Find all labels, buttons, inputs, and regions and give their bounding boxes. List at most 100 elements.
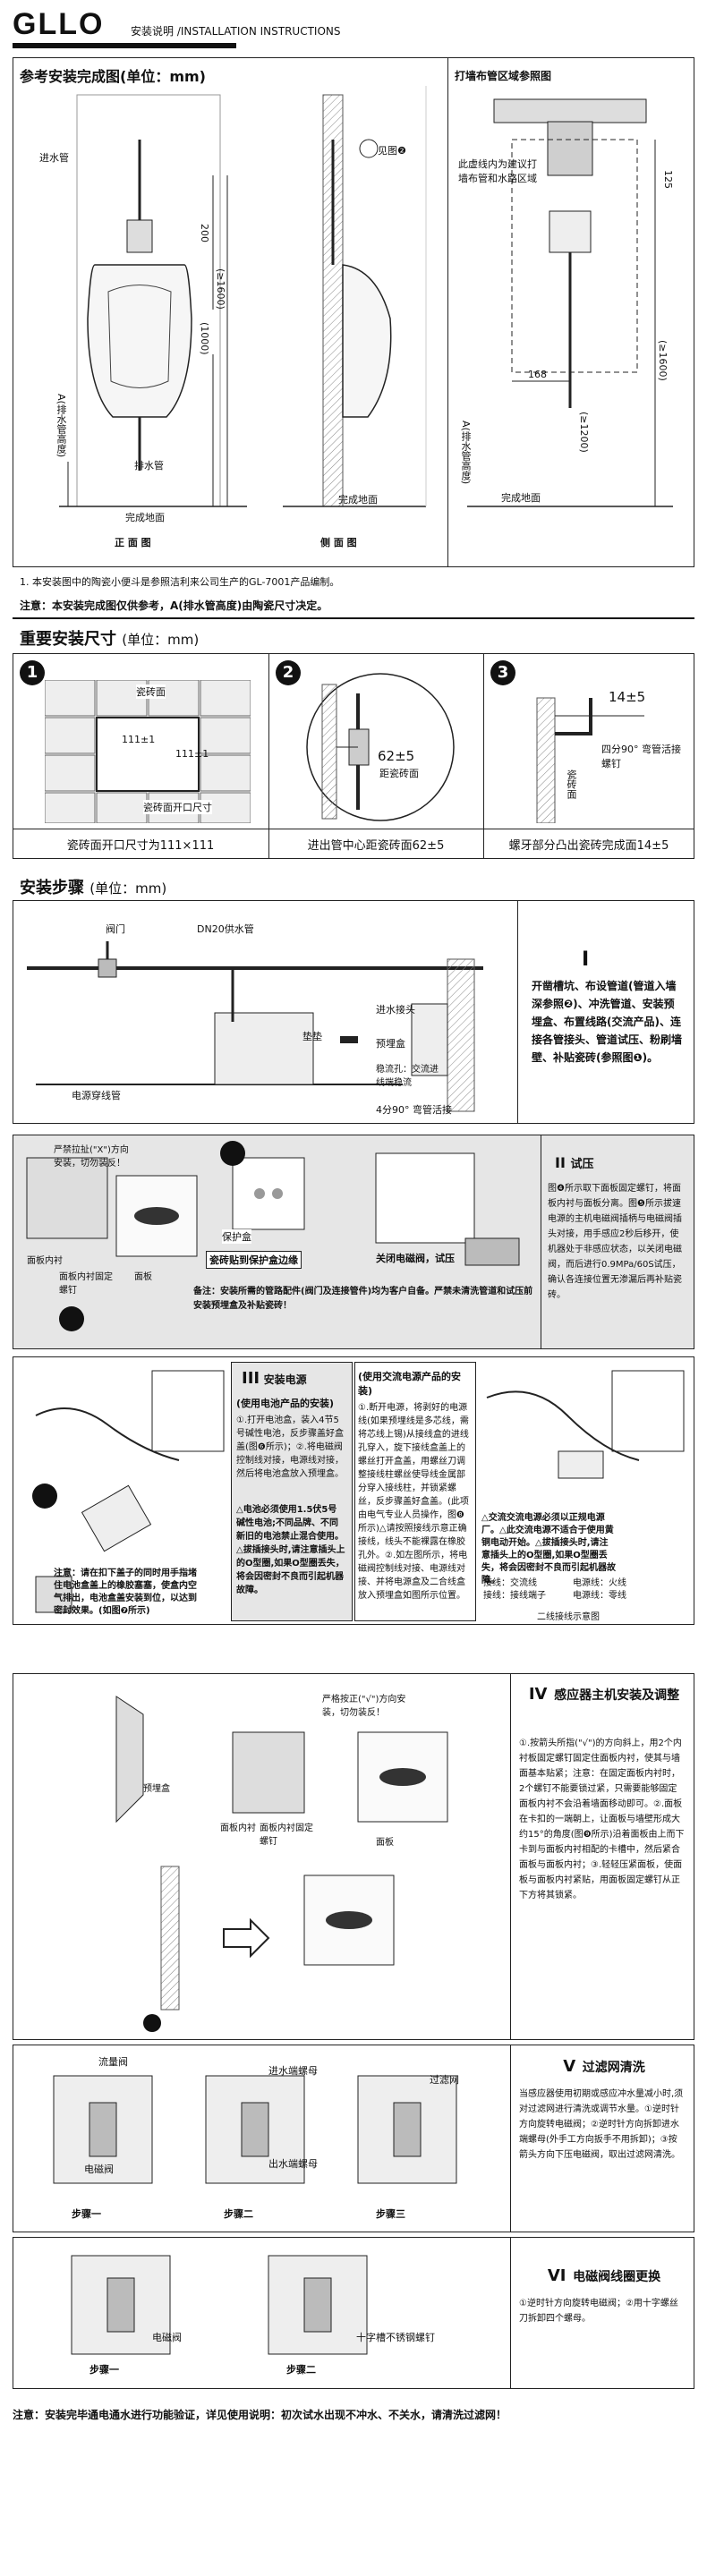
step6-text: ①逆时针方向旋转电磁阀；②用十字螺丝刀拆卸四个螺母。 <box>519 2299 678 2324</box>
step4-divider <box>510 1673 511 2040</box>
step1-label-dn20: DN20供水管 <box>197 923 254 935</box>
step6-label-1: 十字槽不锈钢螺钉 <box>356 2332 435 2343</box>
pipe-distance-drawing <box>306 673 455 821</box>
note1-text: 1. 本安装图中的陶瓷小便斗是参照洁利来公司生产的GL-7001产品编制。 <box>20 576 340 588</box>
badge-3: 3 <box>490 660 515 685</box>
step4-label-screw: 面板内衬固定螺钉 <box>260 1824 313 1847</box>
label-finish-ground: 完成地面 <box>125 512 165 523</box>
step6-step-1: 步骤二 <box>286 2364 316 2376</box>
step5-roman: V 过滤网清洗 <box>519 2054 689 2077</box>
step1-panel <box>13 900 694 1124</box>
step2-title: 试压 <box>570 1158 594 1171</box>
brand-logo: GLLO <box>13 7 105 41</box>
step2-label-pull: 严禁拉扯("X")方向安装，切勿装反！ <box>54 1145 129 1169</box>
step5-step-2: 步骤三 <box>376 2208 405 2220</box>
step2-label-panel: 面板 <box>134 1272 152 1282</box>
step3-battery-box <box>231 1362 353 1621</box>
wall-pipe-area-drawing <box>467 98 673 507</box>
note-underline <box>13 617 694 619</box>
step3-ac-text: ①.断开电源，将剥好的电源线(如果预埋线是多芯线，需将芯线上锡)从接线盒的进线孔… <box>358 1403 469 1601</box>
reference-installation-panel <box>13 57 694 567</box>
number-2-icon: 2 <box>276 660 301 685</box>
step1-label-box: 预埋盒 <box>376 1038 405 1050</box>
step5-label-3: 电磁阀 <box>84 2164 114 2175</box>
label-finish-ground-r: 完成地面 <box>501 492 541 504</box>
section2-title: 重要安装尺寸 (单位：mm) <box>20 626 199 650</box>
step4-label-pull: 严格按正("√")方向安装，切勿装反！ <box>322 1695 406 1718</box>
section1-title: 参考安装完成图(单位：mm) <box>20 68 206 85</box>
step3-caution: 注意：请在扣下盖子的同时用手指堵住电池盒盖上的橡胶塞塞，使盒内空气排出，电池盒盖… <box>54 1569 197 1616</box>
step2-label-screw: 面板内衬固定螺钉 <box>59 1272 113 1296</box>
step3-battery-drawing <box>32 1370 225 1613</box>
step4-label-liner: 面板内衬 <box>220 1824 256 1833</box>
section3-unit: (单位：mm) <box>89 880 167 897</box>
step5-panel <box>13 2045 694 2232</box>
step4-roman: IV 感应器主机安装及调整 <box>519 1682 689 1705</box>
step3-panel <box>13 1356 694 1625</box>
step1-label-elbow: 4分90° 弯管活接 <box>376 1104 452 1116</box>
step3-ac-drawing <box>486 1370 685 1479</box>
step3-wiring-0: 接线：交流线 <box>483 1578 537 1588</box>
note2-text: 注意：本安装完成图仅供参考，A(排水管高度)由陶瓷尺寸决定。 <box>20 599 328 612</box>
step3-wiring-2: 电源线：火线 <box>573 1578 626 1588</box>
step5-title: 过滤网清洗 <box>582 2061 645 2075</box>
label-front-view: 正 面 图 <box>115 537 151 548</box>
number-3-icon: 3 <box>490 660 515 685</box>
header-underline <box>13 43 236 48</box>
step1-roman: I <box>582 948 590 971</box>
label-a-height-r: A(排水管高度) <box>460 421 472 485</box>
tile-opening-drawing <box>45 680 251 823</box>
urinal-front <box>87 264 192 418</box>
step6-roman: VI 电磁阀线圈更换 <box>519 2264 689 2286</box>
label-a-height: A(排水管高度) <box>55 394 67 458</box>
step1-label-valve: 阀门 <box>106 923 125 935</box>
step6-divider <box>510 2237 511 2389</box>
step5-label-1: 进水端螺母 <box>268 2065 318 2077</box>
badge-1: 1 <box>20 660 45 685</box>
step2-remark: 备注：安装所需的管路配件(阀门及连接管件)均为客户自备。严禁未清洗管道和试压前安… <box>193 1287 533 1311</box>
step6-roman-num: VI <box>547 2266 566 2285</box>
step3-wiring-1: 接线：接线端子 <box>483 1591 546 1601</box>
label-d1600r: (≥1600) <box>657 340 669 381</box>
step3-battery-title: (使用电池产品的安装) <box>236 1398 335 1409</box>
thread-protrusion-drawing <box>536 697 644 823</box>
step5-label-2: 过滤网 <box>430 2074 459 2086</box>
opening-height: 111±1 <box>175 748 209 760</box>
step1-label-cable: 电源穿线管 <box>72 1090 121 1101</box>
label-d1600: (≥1600) <box>215 268 226 310</box>
step2-panel-drawing <box>26 1141 520 1331</box>
label-finish-ground-side: 完成地面 <box>338 494 378 506</box>
step4-install-drawing <box>115 1696 448 2032</box>
step5-step-1: 步骤二 <box>224 2208 253 2220</box>
step4-label-box: 预埋盒 <box>143 1784 170 1794</box>
step3-wiring-3: 电源线：零线 <box>573 1591 626 1601</box>
step4-panel <box>13 1673 694 2040</box>
step5-filter-drawing <box>53 2075 457 2184</box>
step2-label-close: 关闭电磁阀，试压 <box>376 1253 455 1264</box>
thread-dim-value: 14±5 <box>609 689 646 705</box>
dim-divider-2 <box>483 653 484 859</box>
step1-label-inlet-joint: 进水接头 <box>376 1004 415 1016</box>
opening-label: 瓷砖面开口尺寸 <box>143 800 212 814</box>
panel1-caption: 瓷砖面开口尺寸为111×111 <box>66 839 215 853</box>
urinal-front-side-drawing <box>59 86 427 507</box>
header-subtitle: 安装说明 /INSTALLATION INSTRUCTIONS <box>131 25 341 38</box>
step3-roman-num: III <box>242 1369 260 1388</box>
section1-divider <box>447 57 448 567</box>
step2-label-liner: 面板内衬 <box>27 1256 63 1266</box>
label-side-view: 侧 面 图 <box>320 537 357 548</box>
step5-roman-num: V <box>563 2057 576 2076</box>
step2-label-cover: 保护盒 <box>222 1229 251 1244</box>
step5-step-0: 步骤一 <box>72 2208 101 2220</box>
urinal-side <box>342 264 392 418</box>
label-see-fig2: 见图❷ <box>378 145 406 157</box>
step3-wiring-label: 二线接线示意图 <box>537 1612 600 1622</box>
step5-label-4: 出水端螺母 <box>268 2158 318 2170</box>
label-inlet: 进水管 <box>39 152 69 164</box>
label-d200: 200 <box>199 224 210 242</box>
pipe-distance-value: 62±5 <box>378 748 415 764</box>
step3-ac-note: △交流交流电源必须以正规电源厂。△此交流电源不适合于使用黄铜电动开始。△拔插接头… <box>481 1513 616 1586</box>
step1-label-ac-port: 稳流孔：交流进线端稳流 <box>376 1065 439 1088</box>
step1-label-gasket: 垫垫 <box>302 1031 322 1042</box>
badge-2: 2 <box>276 660 301 685</box>
